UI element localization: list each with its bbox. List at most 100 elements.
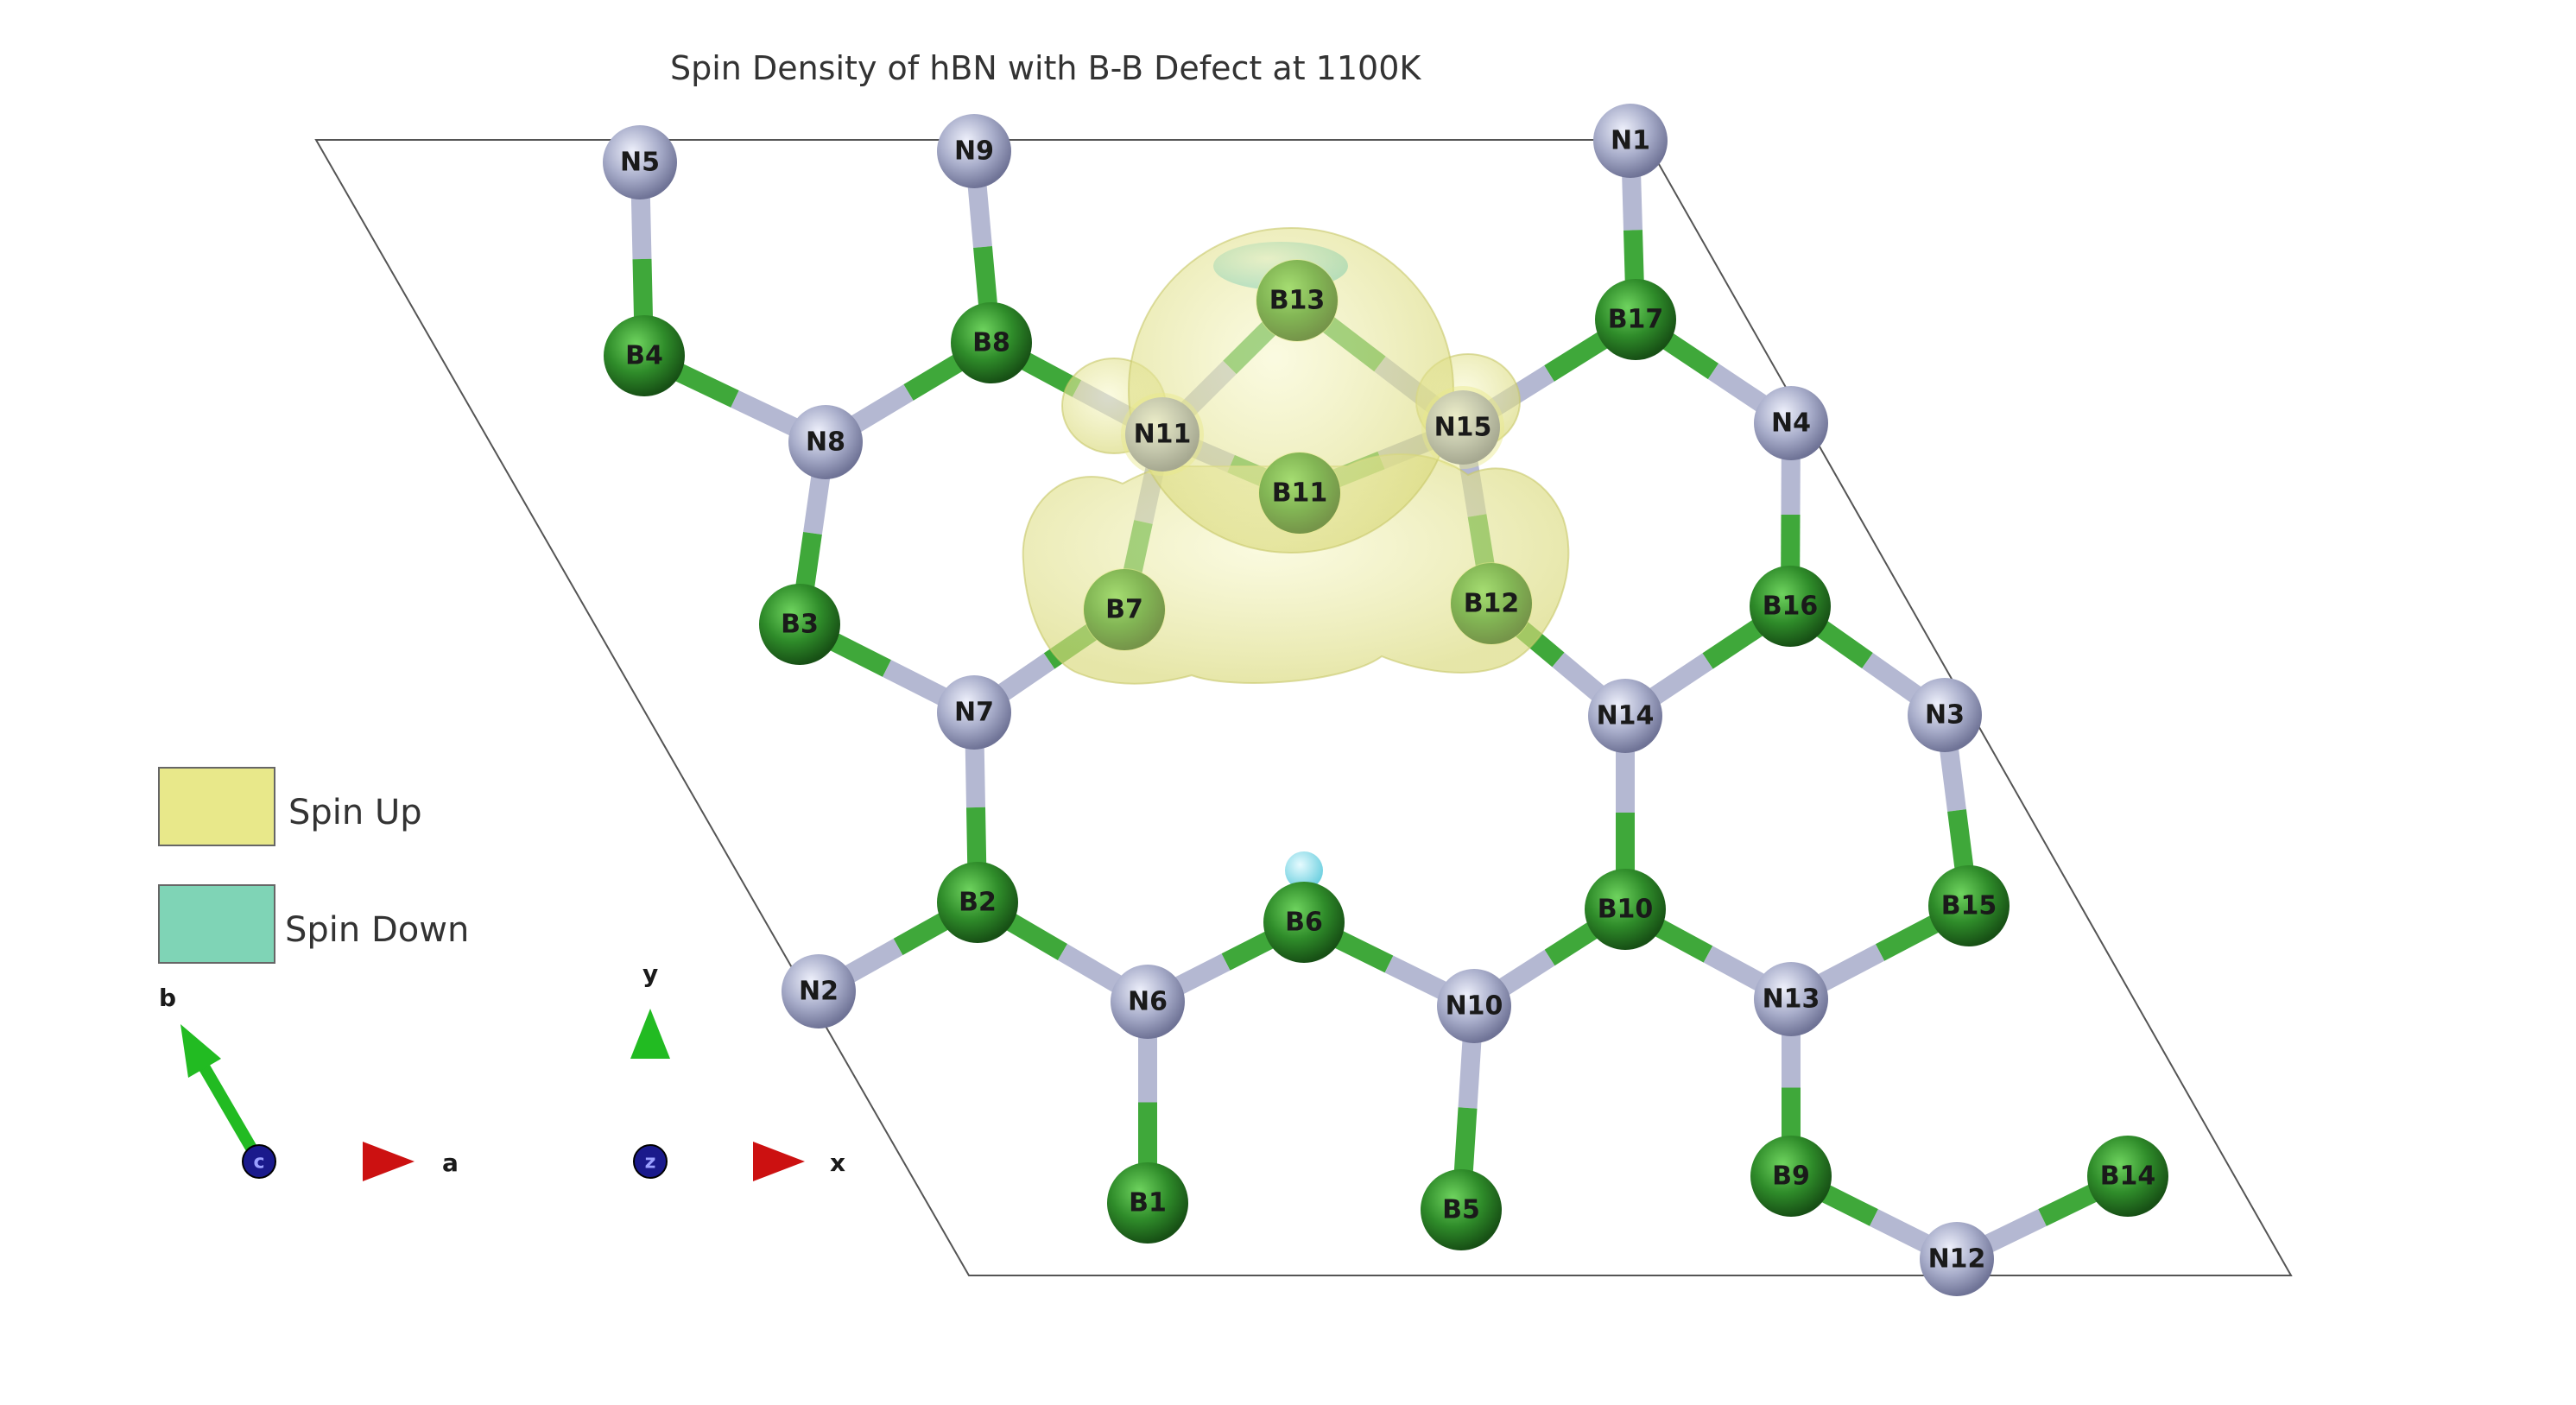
axis-x-arrowhead: [753, 1142, 805, 1181]
boron-atom-sphere: [951, 302, 1032, 383]
atom-B5[interactable]: B5: [1421, 1169, 1502, 1250]
legend: Spin Up Spin Down: [158, 767, 469, 964]
atom-N2[interactable]: N2: [782, 954, 856, 1028]
isosurface-overlay: [1121, 393, 1204, 476]
axis-z-origin: [633, 1144, 668, 1179]
boron-atom-sphere: [759, 584, 840, 665]
atom-N4[interactable]: N4: [1754, 386, 1828, 460]
cartesian-axes-indicator: z x y: [630, 959, 845, 1181]
axis-y-label: y: [642, 959, 658, 988]
atom-label: B8: [972, 328, 1010, 358]
atom-N13[interactable]: N13: [1754, 962, 1828, 1036]
atom-B15[interactable]: B15: [1928, 865, 2010, 946]
atom-N7[interactable]: N7: [937, 675, 1011, 750]
atom-label: B17: [1608, 305, 1664, 335]
atom-N8[interactable]: N8: [788, 405, 863, 479]
atom-N11[interactable]: N11: [1121, 393, 1204, 476]
nitrogen-atom-sphere: [1125, 397, 1199, 471]
boron-atom-sphere: [604, 315, 685, 396]
nitrogen-atom-sphere: [603, 125, 677, 199]
atom-label: N6: [1128, 987, 1168, 1017]
atom-label: B5: [1442, 1195, 1480, 1225]
boron-atom-sphere: [1263, 882, 1345, 963]
spin-down-lobe-small: [1285, 851, 1323, 889]
atom-label: B12: [1464, 589, 1520, 619]
isosurface-overlay: [1450, 562, 1533, 645]
atom-label: B9: [1772, 1161, 1810, 1192]
nitrogen-atom-sphere: [937, 675, 1011, 750]
atom-N15[interactable]: N15: [1421, 386, 1504, 469]
atom-B2[interactable]: B2: [937, 862, 1018, 943]
atom-N6[interactable]: N6: [1111, 965, 1185, 1039]
nitrogen-atom-sphere: [788, 405, 863, 479]
atom-label: B14: [2100, 1161, 2156, 1192]
legend-label-spin-down: Spin Down: [285, 910, 469, 950]
atom-N1[interactable]: N1: [1593, 104, 1668, 178]
atom-label: N11: [1134, 420, 1192, 450]
nitrogen-atom-sphere: [1754, 386, 1828, 460]
legend-swatch-spin-down: [158, 884, 275, 964]
atom-label: B15: [1941, 891, 1997, 921]
legend-label-spin-up: Spin Up: [288, 793, 422, 832]
atom-N14[interactable]: N14: [1588, 679, 1662, 753]
atom-label: N15: [1434, 413, 1492, 443]
nitrogen-atom-sphere: [1908, 678, 1982, 752]
atom-label: B1: [1129, 1188, 1167, 1218]
atom-B8[interactable]: B8: [951, 302, 1032, 383]
atom-B13[interactable]: B13: [1256, 259, 1339, 342]
atom-B11[interactable]: B11: [1258, 452, 1341, 535]
boron-atom-sphere: [1585, 869, 1666, 950]
atom-B7[interactable]: B7: [1083, 568, 1166, 651]
isosurface-overlay: [1256, 259, 1339, 342]
atom-label: B10: [1598, 895, 1654, 925]
atom-B1[interactable]: B1: [1107, 1162, 1188, 1244]
atom-label: B11: [1272, 478, 1328, 509]
atom-N9[interactable]: N9: [937, 114, 1011, 188]
spin-up-central-sphere: [1128, 227, 1454, 554]
lattice-axes-indicator: c a b: [159, 984, 459, 1181]
atom-label: B3: [781, 610, 819, 640]
axis-b-shaft: [198, 1063, 265, 1165]
atom-B17[interactable]: B17: [1595, 279, 1676, 360]
atom-label: B2: [959, 888, 997, 918]
isosurface-overlay: [1421, 386, 1504, 469]
boron-atom-sphere: [937, 862, 1018, 943]
atom-B12[interactable]: B12: [1450, 562, 1533, 645]
isosurface-overlay: [1083, 568, 1166, 651]
atom-N10[interactable]: N10: [1437, 969, 1511, 1043]
boron-atom-sphere: [1256, 260, 1338, 341]
atom-label: N2: [799, 977, 839, 1007]
boron-atom-sphere: [1928, 865, 2010, 946]
atom-label: N10: [1446, 991, 1503, 1022]
boron-atom-sphere: [1595, 279, 1676, 360]
atom-B10[interactable]: B10: [1585, 869, 1666, 950]
atom-label: N9: [954, 136, 994, 167]
nitrogen-atom-sphere: [782, 954, 856, 1028]
atom-B16[interactable]: B16: [1750, 566, 1831, 647]
atom-label: B16: [1763, 592, 1819, 622]
boron-atom-sphere: [1084, 569, 1165, 650]
atom-B4[interactable]: B4: [604, 315, 685, 396]
atom-label: N5: [620, 148, 660, 178]
atom-N12[interactable]: N12: [1920, 1222, 1994, 1296]
axis-b-label: b: [159, 984, 176, 1012]
boron-atom-sphere: [1451, 563, 1532, 644]
atom-N5[interactable]: N5: [603, 125, 677, 199]
boron-atom-sphere: [1107, 1162, 1188, 1244]
nitrogen-atom-sphere: [1593, 104, 1668, 178]
atom-B6[interactable]: B6: [1263, 882, 1345, 963]
atom-label: B7: [1105, 595, 1143, 625]
nitrogen-atom-sphere: [1754, 962, 1828, 1036]
atom-label: N4: [1771, 408, 1811, 439]
atom-B9[interactable]: B9: [1750, 1136, 1832, 1217]
axis-x-label: x: [830, 1149, 845, 1177]
axis-z-label: z: [645, 1152, 656, 1174]
atom-B3[interactable]: B3: [759, 584, 840, 665]
atom-label: N14: [1597, 701, 1655, 731]
atom-B14[interactable]: B14: [2087, 1136, 2168, 1217]
atom-label: N8: [806, 427, 845, 458]
atom-N3[interactable]: N3: [1908, 678, 1982, 752]
nitrogen-atom-sphere: [1588, 679, 1662, 753]
